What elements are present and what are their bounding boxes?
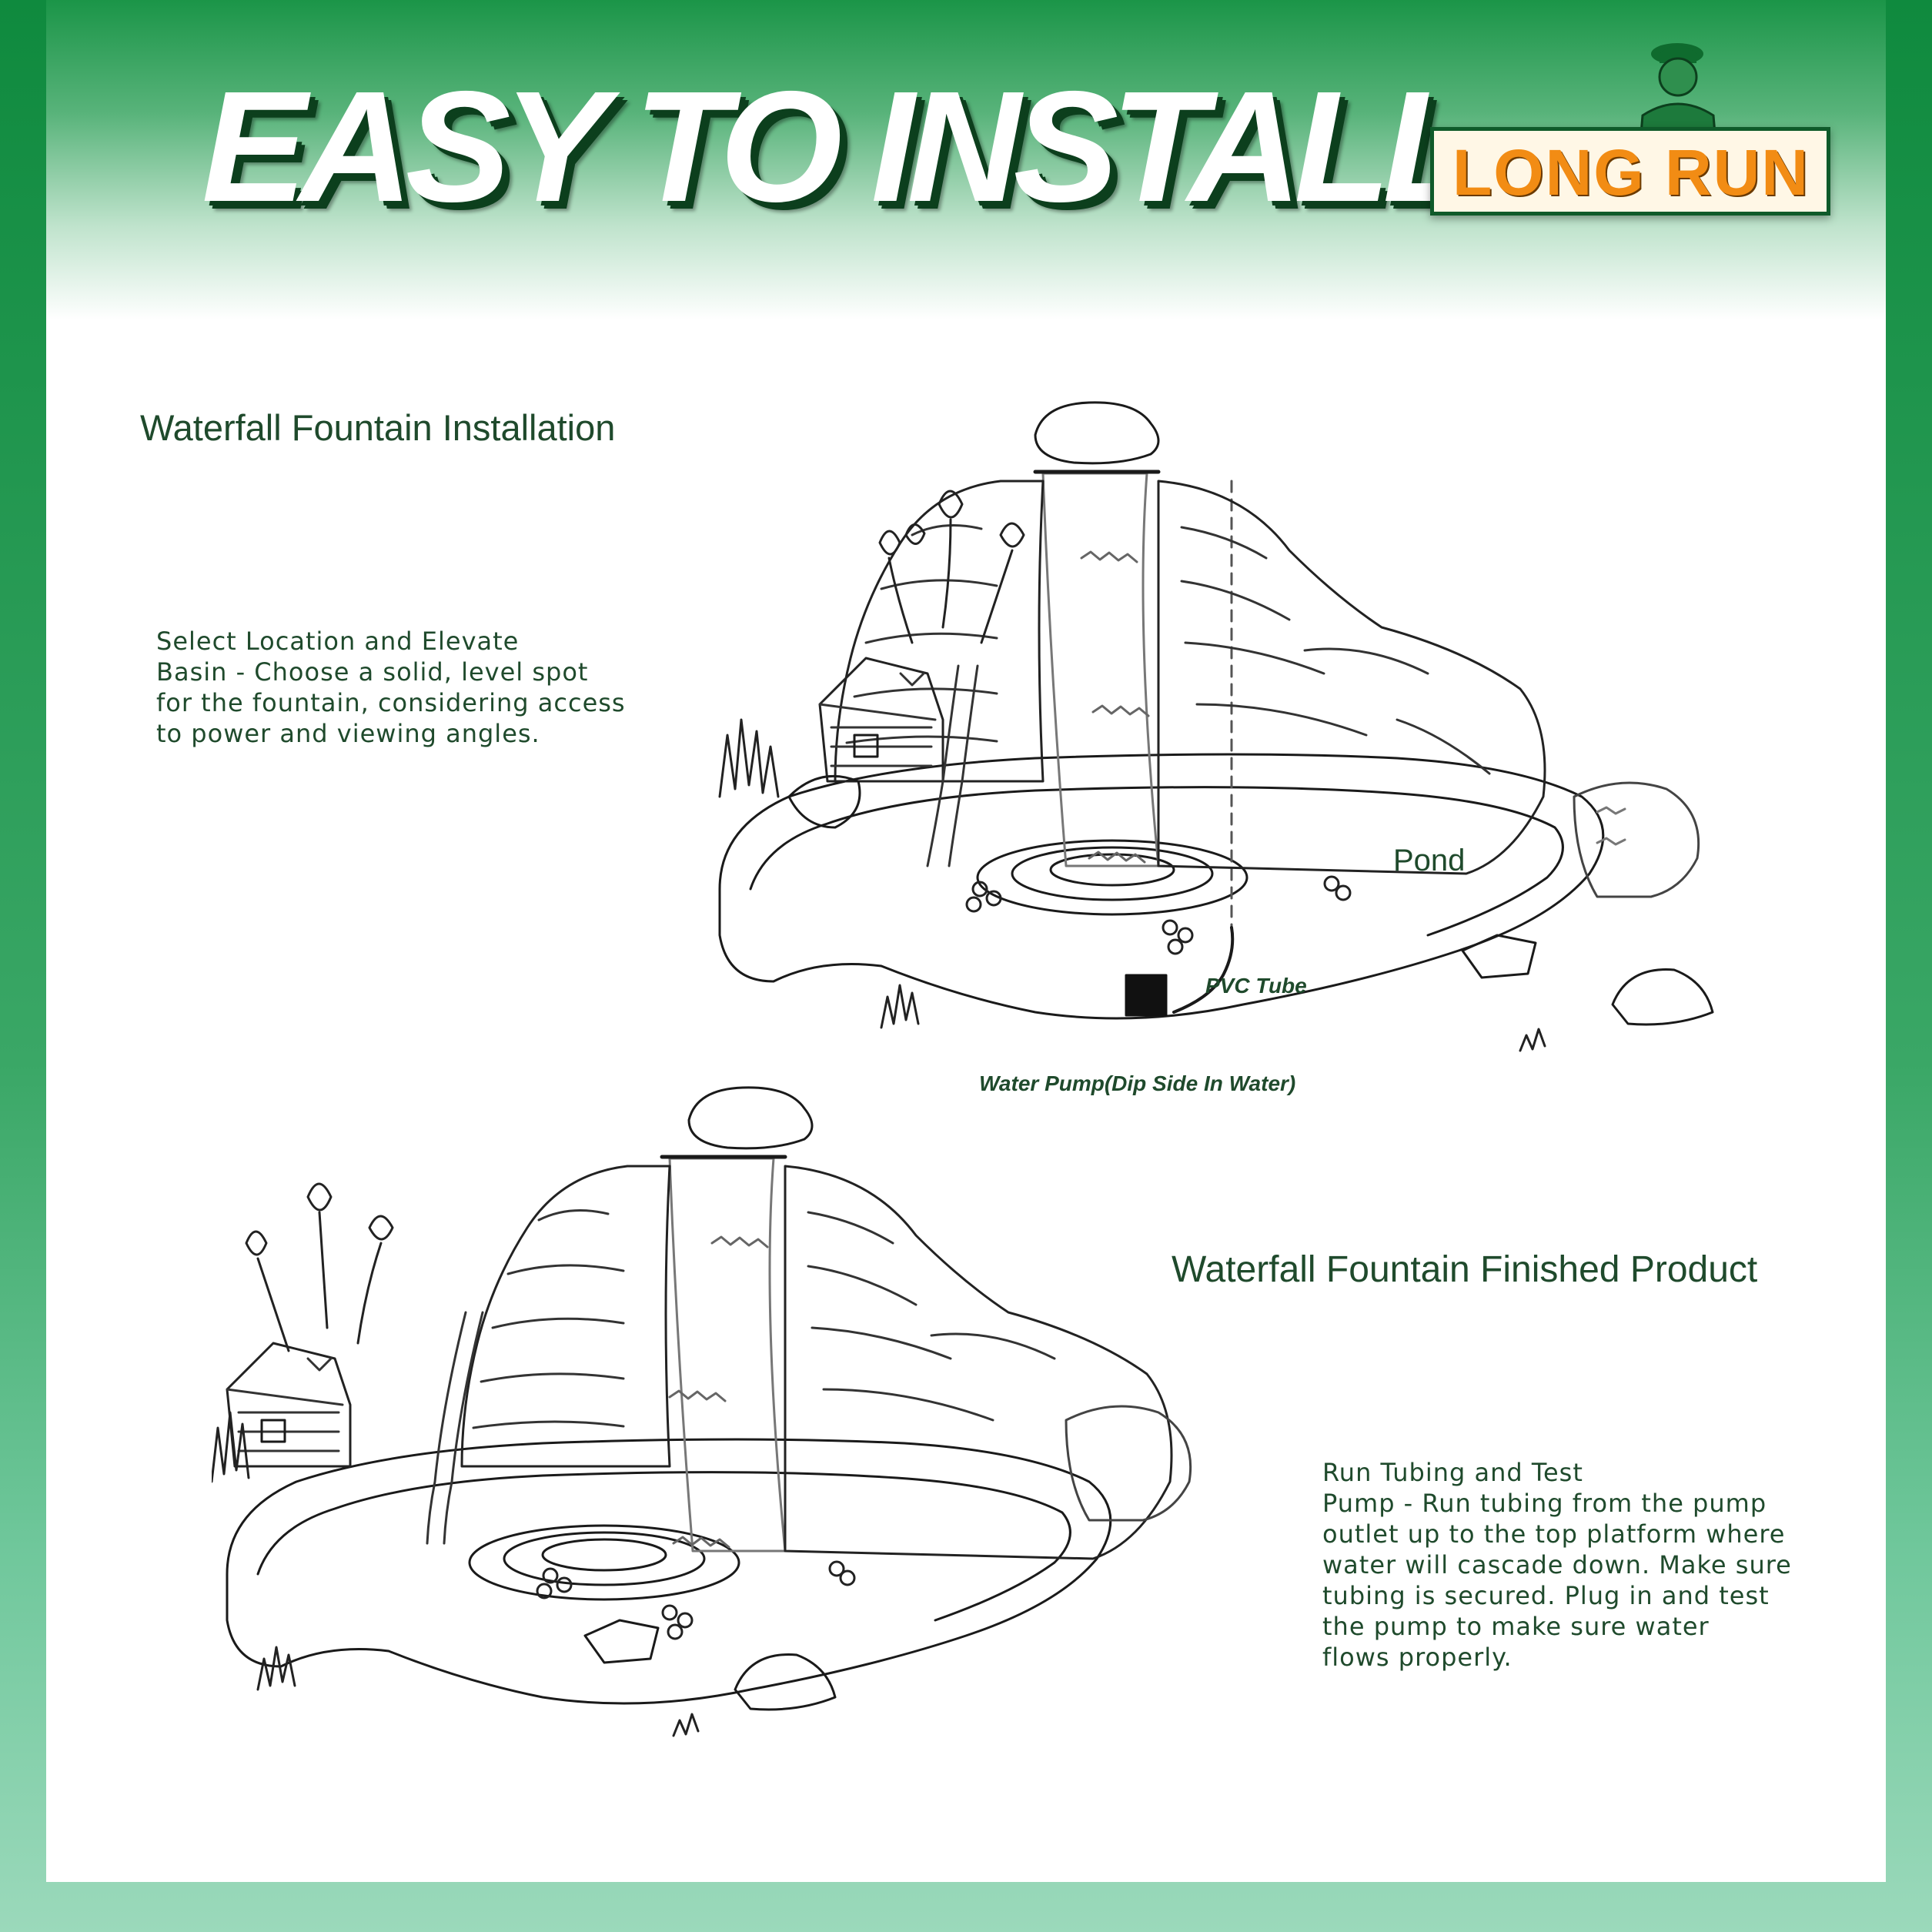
finished-description-line: Pump - Run tubing from the pump bbox=[1322, 1489, 1767, 1518]
content-panel bbox=[46, 0, 1886, 1882]
water-pump-label: Water Pump(Dip Side In Water) bbox=[979, 1071, 1296, 1095]
finished-description-line: water will cascade down. Make sure bbox=[1322, 1550, 1792, 1579]
installation-description-line: to power and viewing angles. bbox=[156, 719, 540, 748]
waterfall-sheet bbox=[1041, 472, 1160, 867]
finished-product-title: Waterfall Fountain Finished Product bbox=[1172, 1249, 1758, 1290]
top-boulder bbox=[687, 1086, 814, 1150]
installation-description-line: Select Location and Elevate bbox=[156, 627, 520, 656]
pond-label: Pond bbox=[1393, 844, 1466, 877]
installation-description-line: Basin - Choose a solid, level spot bbox=[156, 657, 589, 687]
cabin-icon bbox=[818, 657, 944, 783]
installation-description: Select Location and Elevate Basin - Choo… bbox=[156, 626, 626, 749]
grass-tufts bbox=[212, 1411, 700, 1737]
water-pump bbox=[1125, 974, 1168, 1017]
finished-product-description: Run Tubing and Test Pump - Run tubing fr… bbox=[1322, 1457, 1792, 1673]
brand-logo: LONG RUN bbox=[1430, 23, 1838, 227]
finished-description-line: flows properly. bbox=[1322, 1643, 1513, 1672]
brand-name: LONG RUN bbox=[1452, 136, 1810, 209]
iris-flowers bbox=[878, 490, 1025, 644]
grass-tufts bbox=[718, 718, 1546, 1052]
waterfall-sheet bbox=[668, 1157, 787, 1553]
finished-description-line: the pump to make sure water bbox=[1322, 1612, 1710, 1641]
headline: EASY TO INSTALL bbox=[202, 58, 1479, 235]
finished-description-line: outlet up to the top platform where bbox=[1322, 1519, 1786, 1549]
finished-description-line: tubing is secured. Plug in and test bbox=[1322, 1581, 1770, 1610]
finished-description-line: Run Tubing and Test bbox=[1322, 1458, 1583, 1487]
brand-logo-plate: LONG RUN bbox=[1430, 127, 1830, 216]
finished-product-diagram bbox=[212, 1086, 1192, 1737]
pvc-tube-label: PVC Tube bbox=[1205, 974, 1307, 998]
pond-outline bbox=[226, 1438, 1112, 1705]
installation-diagram bbox=[718, 401, 1714, 1052]
installation-description-line: for the fountain, considering access bbox=[156, 688, 626, 717]
iris-flowers bbox=[245, 1182, 394, 1352]
installation-title: Waterfall Fountain Installation bbox=[140, 407, 616, 448]
pond-outline bbox=[718, 753, 1605, 1020]
top-boulder bbox=[1034, 401, 1160, 465]
